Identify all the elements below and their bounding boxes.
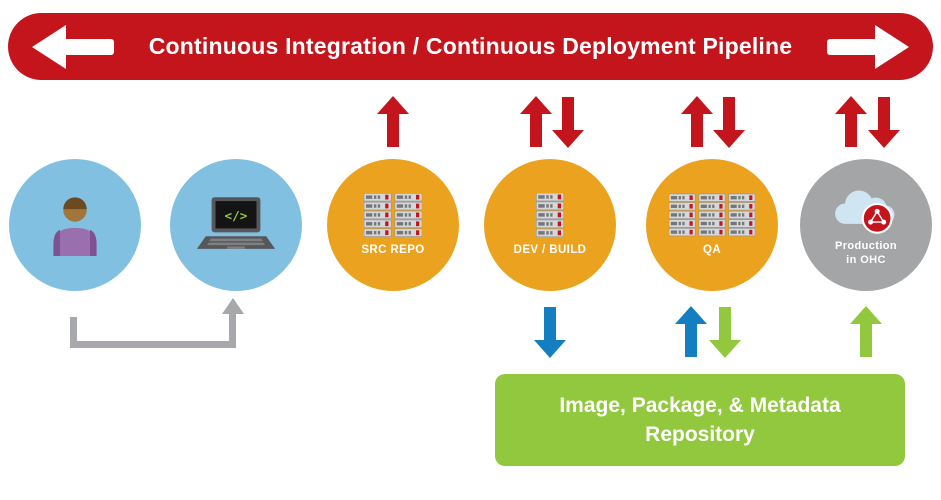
production-label-line1: Production xyxy=(834,239,898,252)
server-stack-icon xyxy=(364,193,422,237)
code-glyph: </> xyxy=(225,208,248,223)
person-icon xyxy=(53,197,97,256)
node-qa: QA xyxy=(646,159,778,291)
qa-up-arrow-icon xyxy=(681,96,713,148)
arrow-left-head xyxy=(32,24,66,69)
repository-box: Image, Package, & Metadata Repository xyxy=(495,374,905,466)
pipeline-banner: Continuous Integration / Continuous Depl… xyxy=(8,13,933,80)
arrow-right-shaft xyxy=(827,38,877,55)
connector-segment-horizontal xyxy=(70,341,236,348)
production-from-repo-arrow-icon xyxy=(850,306,882,358)
dev-build-down-arrow-icon xyxy=(552,96,584,148)
server-stack-icon xyxy=(669,193,755,237)
production-up-arrow-icon xyxy=(835,96,867,148)
connector-arrowhead-icon xyxy=(222,298,244,314)
dev-build-up-arrow-icon xyxy=(520,96,552,148)
production-down-arrow-icon xyxy=(868,96,900,148)
node-production: Production in OHC xyxy=(800,159,932,291)
dev-build-to-repo-arrow-icon xyxy=(534,306,566,358)
connector-segment-vertical-left xyxy=(70,317,77,347)
dev-build-label: DEV / BUILD xyxy=(513,243,587,256)
qa-label: QA xyxy=(702,243,722,256)
arrow-right-icon xyxy=(827,24,909,69)
node-developer xyxy=(9,159,141,291)
production-label-line2: in OHC xyxy=(846,254,886,266)
arrow-left-icon xyxy=(32,24,114,69)
production-label: Production in OHC xyxy=(835,239,897,268)
qa-to-repo-arrow-icon xyxy=(709,306,741,358)
server-stack-icon xyxy=(536,193,564,237)
src-repo-up-arrow-icon xyxy=(377,96,409,148)
node-src-repo: SRC REPO xyxy=(327,159,459,291)
repository-box-line1: Image, Package, & Metadata xyxy=(559,393,841,417)
qa-down-arrow-icon xyxy=(713,96,745,148)
cloud-openshift-icon xyxy=(835,190,895,234)
repository-box-line2: Repository xyxy=(645,423,755,446)
arrow-left-shaft xyxy=(64,38,114,55)
arrow-right-head xyxy=(875,24,909,69)
src-repo-label: SRC REPO xyxy=(361,243,425,256)
qa-from-repo-arrow-icon xyxy=(675,306,707,358)
pipeline-title: Continuous Integration / Continuous Depl… xyxy=(148,33,793,59)
node-dev-build: DEV / BUILD xyxy=(484,159,616,291)
laptop-code-icon: </> xyxy=(196,196,276,249)
node-workstation: </> xyxy=(170,159,302,291)
connector-segment-vertical-right xyxy=(229,313,236,348)
